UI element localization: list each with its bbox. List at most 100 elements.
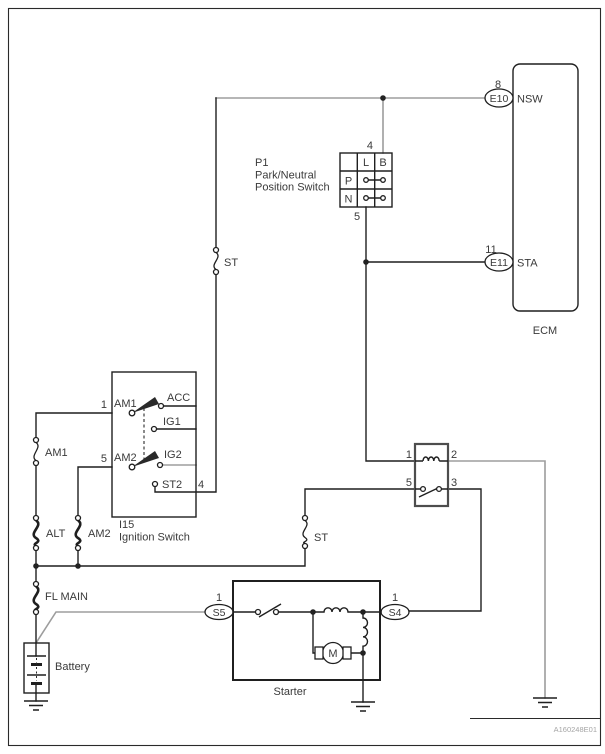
fuse-element: [32, 585, 40, 613]
pin-number-sta: 11: [485, 244, 496, 256]
fusible-link-alt: ALT: [32, 514, 66, 552]
battery: Battery: [23, 642, 90, 694]
fuse-element: [302, 519, 308, 545]
starter-relay: 1 2 5 3: [406, 442, 457, 508]
fuse-end: [301, 542, 309, 550]
connector-e10-label: E10: [490, 93, 509, 105]
starter-switch-contact: [272, 608, 280, 616]
battery-label: Battery: [55, 661, 90, 673]
fuse-end: [74, 544, 82, 552]
connector-e11-label: E11: [490, 257, 508, 269]
pnp-contact: [363, 177, 369, 183]
wire-battery-st-relay5-am2: [35, 466, 416, 567]
ignition-acc-terminal: [157, 402, 165, 410]
motor-brush: [342, 646, 352, 660]
relay-contact: [419, 485, 427, 493]
connector-s4-label: S4: [389, 607, 402, 619]
fusible-link-fl-main-label: FL MAIN: [45, 591, 88, 603]
fuse-element: [74, 519, 82, 547]
junction-dot: [33, 563, 39, 569]
relay-pin-3: 3: [451, 477, 457, 489]
fuse-am2: AM2: [74, 514, 111, 552]
battery-long-plates: [27, 655, 46, 676]
relay-pin-2: 2: [451, 449, 457, 461]
wire-st2-to-st-fuse: [154, 97, 217, 493]
pnp-name-2: Position Switch: [255, 182, 330, 194]
fuse-end: [301, 514, 309, 522]
relay-contact-blade: [418, 487, 439, 498]
relay-box: [413, 442, 450, 508]
ecm-label: ECM: [533, 325, 557, 337]
starter-s4-pin: 1: [392, 592, 398, 604]
ignition-id: I15: [119, 519, 134, 531]
fuse-st-upper: ST: [212, 246, 238, 276]
wire-relay2-to-ground: [447, 460, 546, 699]
fuse-st-lower: ST: [301, 514, 328, 550]
ignition-ig2-label: IG2: [164, 449, 182, 461]
fuse-am1-label: AM1: [45, 447, 68, 459]
starter: 1 S5 1 S4 M Starter: [204, 580, 410, 703]
wire-am1-rail: [35, 412, 113, 567]
ignition-ig2-terminal: [156, 461, 164, 469]
fuse-end: [74, 514, 82, 522]
ecm-box: [512, 63, 579, 312]
connector-s5-label: S5: [213, 607, 226, 619]
pnp-col-b: B: [379, 157, 386, 169]
fuse-end: [32, 580, 40, 588]
junction-dot: [360, 609, 366, 615]
wire-acc-ig1-stubs: [156, 405, 197, 430]
junction-dot: [310, 609, 316, 615]
pnp-id: P1: [255, 157, 268, 169]
pnp-pin-5: 5: [354, 211, 360, 223]
ignition-wiper-am2: [132, 451, 159, 467]
ignition-acc-label: ACC: [167, 392, 190, 404]
junction-dot: [380, 95, 386, 101]
fusible-link-alt-label: ALT: [46, 528, 66, 540]
ignition-name: Ignition Switch: [119, 532, 190, 544]
pnp-table: [339, 152, 393, 208]
fuse-st-upper-label: ST: [224, 257, 238, 269]
fuse-element: [32, 519, 40, 547]
pin-number-nsw: 8: [495, 79, 501, 91]
junction-dot: [360, 650, 366, 656]
page-border: [7, 7, 602, 747]
motor-label: M: [328, 648, 337, 660]
relay-pin-1: 1: [406, 449, 412, 461]
ignition-pivot: [128, 409, 136, 417]
ignition-am1-label: AM1: [114, 398, 137, 410]
fuse-end: [32, 459, 40, 467]
pnp-name-1: Park/Neutral: [255, 170, 316, 182]
fuse-end: [32, 436, 40, 444]
fuse-am2-label: AM2: [88, 528, 111, 540]
fuse-element: [213, 251, 219, 271]
ignition-switch-box: [111, 371, 197, 518]
pnp-col-l: L: [363, 157, 369, 169]
starter-label: Starter: [273, 686, 306, 698]
starter-pull-in-coil: [312, 611, 369, 703]
pnp-switch: L B P N 4 5 P1 Park/Neutral Position Swi…: [255, 140, 393, 223]
ignition-pivot: [128, 463, 136, 471]
ignition-ig1-label: IG1: [163, 416, 181, 428]
relay-pin-5: 5: [406, 477, 412, 489]
ignition-am2-label: AM2: [114, 452, 137, 464]
starter-box: [232, 580, 381, 681]
fuse-end: [32, 514, 40, 522]
figure-code: A160248E01: [554, 725, 597, 734]
connector-e11: [484, 252, 514, 272]
ignition-st2-terminal: [151, 480, 159, 488]
pnp-contact: [380, 195, 386, 201]
fuse-am1: AM1: [32, 436, 68, 467]
signal-nsw: NSW: [517, 94, 543, 106]
ignition-wiper-am1: [132, 397, 159, 413]
starter-switch-blade: [258, 603, 282, 618]
pnp-row-p: P: [345, 176, 352, 188]
ignition-pin-5: 5: [101, 453, 107, 465]
motor-brush: [314, 646, 324, 660]
fuse-end: [32, 544, 40, 552]
junction-dot: [363, 259, 369, 265]
signal-sta: STA: [517, 258, 538, 270]
ground-symbol-relay: [533, 697, 557, 708]
wire-pnp5-sta-relay1: [365, 206, 486, 462]
wire-battery-to-s5: [34, 611, 206, 645]
